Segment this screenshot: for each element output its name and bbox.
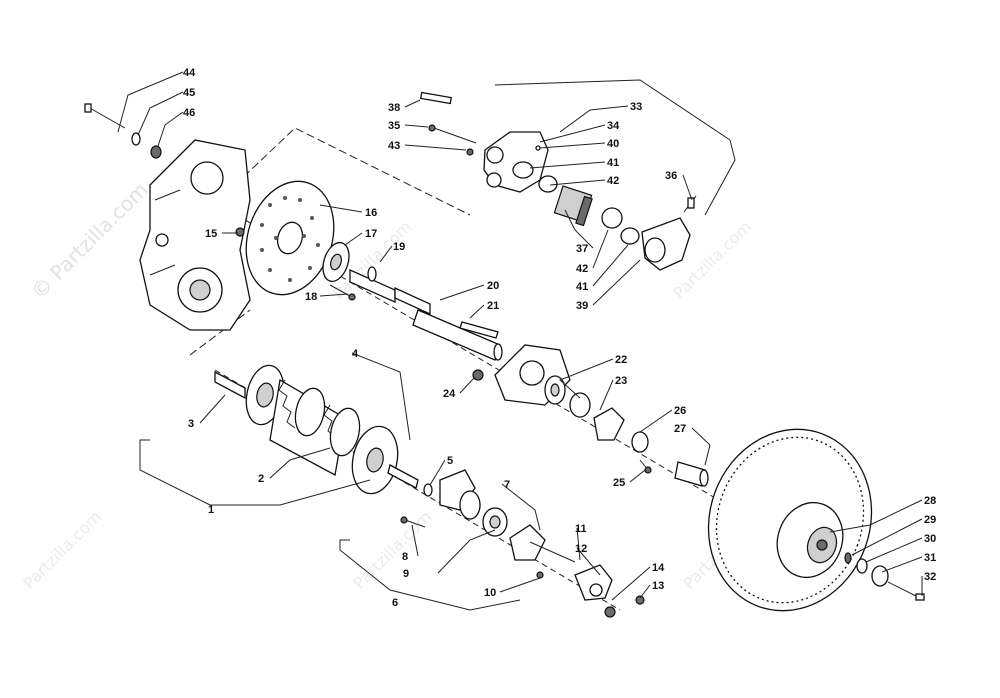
callout-17: 17 [365, 228, 377, 240]
callout-34: 34 [607, 120, 620, 132]
watermark-repeat: Partzilla.com [349, 507, 435, 593]
group-brackets [139, 79, 736, 611]
callout-25: 25 [613, 477, 625, 489]
callout-30: 30 [924, 533, 936, 545]
spacer-tube [674, 461, 709, 487]
callout-24: 24 [443, 388, 456, 400]
callout-26: 26 [674, 405, 686, 417]
callout-37: 37 [576, 243, 588, 255]
leader-lines [117, 71, 923, 601]
callout-20: 20 [487, 280, 499, 292]
callout-27: 27 [674, 423, 686, 435]
callout-22: 22 [615, 354, 627, 366]
callout-11: 11 [575, 523, 587, 535]
callout-35: 35 [388, 120, 400, 132]
callout-33: 33 [630, 101, 642, 113]
callout-13: 13 [652, 580, 664, 592]
countershaft [349, 266, 431, 316]
callout-19: 19 [393, 241, 405, 253]
callout-42b: 42 [576, 263, 588, 275]
top-bolt-group [84, 103, 245, 237]
chaincase-housing [139, 139, 251, 331]
callout-labels: 44 45 46 15 16 17 18 19 20 21 38 35 43 3… [183, 67, 936, 609]
callout-42: 42 [607, 175, 619, 187]
callout-15: 15 [205, 228, 217, 240]
callout-12: 12 [575, 543, 587, 555]
callout-31: 31 [924, 552, 936, 564]
callout-41b: 41 [576, 281, 588, 293]
callout-3: 3 [188, 418, 194, 430]
large-drive-wheel [707, 428, 873, 612]
long-shaft [412, 309, 503, 361]
callout-9: 9 [403, 568, 409, 580]
callout-46: 46 [183, 107, 195, 119]
callout-45: 45 [183, 87, 195, 99]
callout-40: 40 [607, 138, 619, 150]
callout-2: 2 [258, 473, 264, 485]
bearing-flange [472, 344, 652, 474]
callout-14: 14 [652, 562, 665, 574]
callout-44: 44 [183, 67, 196, 79]
callout-8: 8 [402, 551, 408, 563]
callout-5: 5 [447, 455, 453, 467]
callout-36: 36 [665, 170, 677, 182]
brake-caliper [419, 91, 697, 271]
callout-41: 41 [607, 157, 619, 169]
brake-disc [245, 180, 335, 296]
callout-4: 4 [352, 348, 359, 360]
callout-16: 16 [365, 207, 377, 219]
callout-43: 43 [388, 140, 400, 152]
callout-28: 28 [924, 495, 936, 507]
brake-hub [322, 241, 356, 301]
callout-6: 6 [392, 597, 398, 609]
callout-32: 32 [924, 571, 936, 583]
callout-7: 7 [504, 479, 510, 491]
watermark-repeat: Partzilla.com [19, 507, 105, 593]
callout-38: 38 [388, 102, 400, 114]
callout-21: 21 [487, 300, 499, 312]
watermark-main: © Partzilla.com [27, 177, 153, 303]
callout-39: 39 [576, 300, 588, 312]
lower-bearing-group [400, 469, 645, 618]
callout-29: 29 [924, 514, 936, 526]
callout-1: 1 [208, 504, 214, 516]
callout-10: 10 [484, 587, 496, 599]
callout-23: 23 [615, 375, 627, 387]
drive-sprocket-assembly [214, 364, 419, 495]
callout-18: 18 [305, 291, 317, 303]
